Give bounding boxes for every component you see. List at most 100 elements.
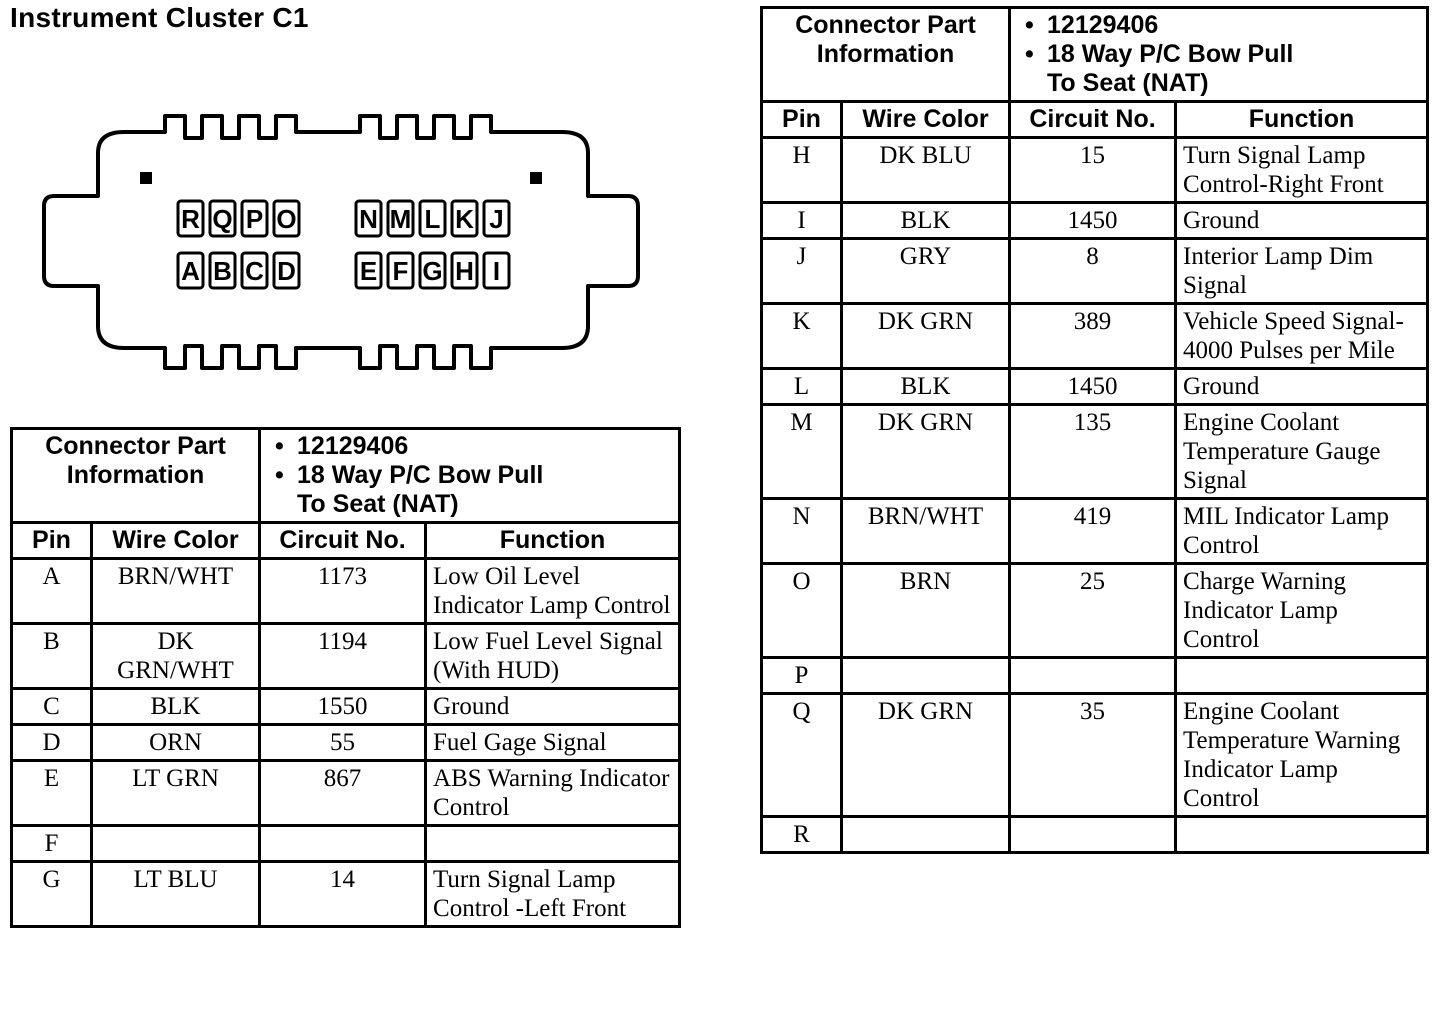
function-cell: MIL Indicator Lamp Control (1174, 497, 1430, 565)
pin-cavity-g: G (418, 251, 447, 290)
pin-letter: I (493, 256, 500, 286)
pin-cell: P (760, 656, 843, 695)
wire-color-cell (89, 824, 262, 863)
pin-cell: Q (760, 692, 843, 818)
function-cell: Charge Warning Indicator Lamp Control (1174, 562, 1430, 659)
circuit-cell: 1173 (258, 557, 428, 625)
connector-table-left: Connector Part Information 12129406 18 W… (9, 427, 682, 928)
pin-cell: F (10, 824, 93, 863)
pin-cavity-o: O (272, 199, 301, 238)
column-header-row: Pin Wire Color Circuit No. Function (760, 100, 1430, 139)
circuit-cell: 14 (258, 860, 428, 928)
wire-color-cell: BLK (839, 201, 1012, 240)
wire-color-cell: BLK (89, 687, 262, 726)
part-description-line2: To Seat (NAT) (1047, 69, 1209, 97)
pin-letter: R (181, 204, 200, 234)
pin-cavity-m: M (386, 199, 415, 238)
pin-cell: K (760, 302, 843, 370)
pin-cavity-b: B (208, 251, 237, 290)
pin-cavity-h: H (450, 251, 479, 290)
column-header-function: Function (1174, 100, 1430, 139)
pin-cell: H (760, 136, 843, 204)
circuit-cell: 135 (1008, 403, 1178, 500)
part-description-line1: 18 Way P/C Bow Pull (1025, 40, 1420, 69)
wire-color-cell: DK GRN (839, 302, 1012, 370)
circuit-cell: 55 (258, 723, 428, 762)
wire-color-cell: BLK (839, 367, 1012, 406)
part-number: 12129406 (275, 432, 672, 461)
pin-cavity-i: I (482, 251, 511, 290)
wire-color-cell: LT GRN (89, 759, 262, 827)
pin-cavity-j: J (482, 199, 511, 238)
pin-letter: D (277, 256, 296, 286)
function-cell (1174, 815, 1430, 854)
pin-cell: I (760, 201, 843, 240)
pin-letter: K (455, 204, 474, 234)
column-header-function: Function (424, 521, 682, 560)
table-row: P (760, 656, 1430, 695)
pin-letter: H (455, 256, 474, 286)
pin-letter: N (359, 204, 378, 234)
column-header-row: Pin Wire Color Circuit No. Function (10, 521, 682, 560)
pin-cell: A (10, 557, 93, 625)
wire-color-cell: ORN (89, 723, 262, 762)
circuit-cell: 1550 (258, 687, 428, 726)
circuit-cell: 35 (1008, 692, 1178, 818)
connector-info-values: 12129406 18 Way P/C Bow Pull To Seat (NA… (258, 427, 682, 524)
pin-letter: G (422, 256, 442, 286)
circuit-cell: 15 (1008, 136, 1178, 204)
pin-cell: N (760, 497, 843, 565)
wire-color-cell (839, 656, 1012, 695)
column-header-pin: Pin (760, 100, 843, 139)
pin-cell: O (760, 562, 843, 659)
connector-housing-outline (42, 114, 640, 370)
circuit-cell: 1450 (1008, 201, 1178, 240)
pin-letter: A (181, 256, 200, 286)
pin-letter: F (393, 256, 409, 286)
pin-cavity-r: R (176, 199, 205, 238)
function-cell: Vehicle Speed Signal-4000 Pulses per Mil… (1174, 302, 1430, 370)
pin-cell: E (10, 759, 93, 827)
circuit-cell: 8 (1008, 237, 1178, 305)
pin-letter: C (245, 256, 264, 286)
pin-cavity-l: L (418, 199, 447, 238)
alignment-mark-right (530, 172, 542, 184)
circuit-cell: 1450 (1008, 367, 1178, 406)
page-title: Instrument Cluster C1 (10, 2, 309, 33)
connector-info-row: Connector Part Information 12129406 18 W… (9, 427, 682, 524)
circuit-cell (1008, 656, 1178, 695)
pin-cavity-d: D (272, 251, 301, 290)
pin-cavity-k: K (450, 199, 479, 238)
function-cell: Fuel Gage Signal (424, 723, 682, 762)
connector-info-label: Connector Part Information (759, 6, 1012, 103)
function-cell: Low Fuel Level Signal (With HUD) (424, 622, 682, 690)
column-header-pin: Pin (10, 521, 93, 560)
pin-cell: J (760, 237, 843, 305)
function-cell (424, 824, 682, 863)
circuit-cell (1008, 815, 1178, 854)
pin-cell: G (10, 860, 93, 928)
pin-letter: J (489, 204, 503, 234)
function-cell: Turn Signal Lamp Control-Right Front (1174, 136, 1430, 204)
function-cell: Ground (1174, 367, 1430, 406)
wire-color-cell: GRY (839, 237, 1012, 305)
circuit-cell: 419 (1008, 497, 1178, 565)
function-cell: Interior Lamp Dim Signal (1174, 237, 1430, 305)
table-row: F (10, 824, 682, 863)
connector-info-row: Connector Part Information 12129406 18 W… (759, 6, 1430, 103)
pin-cavity-q: Q (208, 199, 237, 238)
